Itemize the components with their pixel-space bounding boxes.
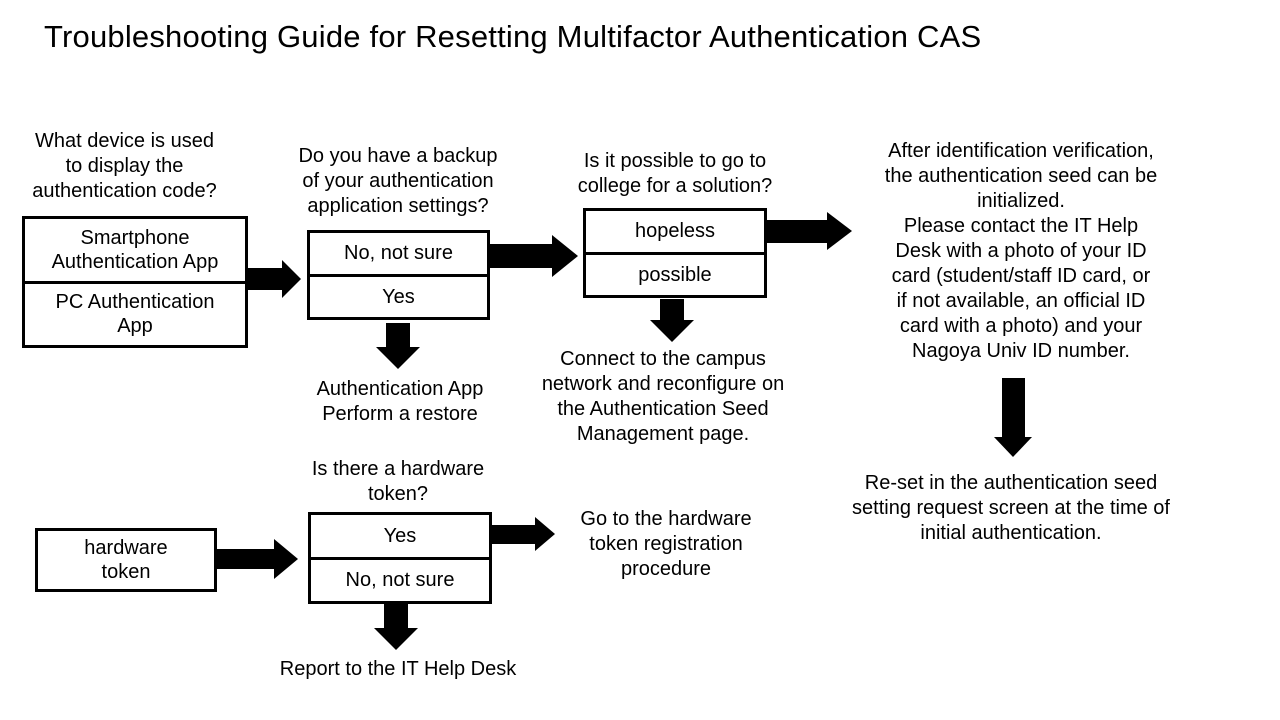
arrow-head (535, 517, 555, 551)
arrow-shaft (384, 604, 408, 628)
backup-option-no: No, not sure (344, 242, 453, 265)
arrow-shaft (660, 299, 684, 320)
arrow-head (374, 628, 418, 650)
hardware-token-question: Is there a hardware token? (311, 458, 485, 505)
arrow-down-possible-to-campus-icon (650, 299, 694, 342)
backup-question: Do you have a backup of your authenticat… (298, 145, 498, 217)
device-options-box: Smartphone Authentication App PC Authent… (22, 216, 248, 348)
college-option-hopeless: hopeless (634, 220, 716, 243)
arrow-right-token-yes-to-register-icon (492, 517, 555, 551)
restore-action-label: Authentication App Perform a restore (316, 378, 484, 425)
arrow-right-hopeless-to-helpdesk-icon (767, 212, 852, 250)
device-option-smartphone-app: Smartphone Authentication App (51, 226, 219, 273)
backup-option-yes: Yes (310, 273, 487, 318)
device-option-pc-app: PC Authentication App (25, 280, 245, 346)
helpdesk-info-text: After identification verification, the a… (884, 140, 1158, 362)
arrow-head (650, 320, 694, 342)
token-options-box: Yes No, not sure (308, 512, 492, 604)
page-title: Troubleshooting Guide for Resetting Mult… (44, 19, 982, 54)
college-option-possible: possible (586, 251, 764, 296)
token-option-no: No, not sure (311, 556, 489, 602)
arrow-shaft (490, 244, 552, 268)
campus-network-action-label: Connect to the campus network and reconf… (541, 348, 785, 445)
register-action-label: Go to the hardware token registration pr… (580, 508, 752, 580)
arrow-shaft (248, 268, 282, 290)
arrow-head (282, 260, 301, 298)
arrow-shaft (1002, 378, 1025, 437)
arrow-down-backup-yes-to-restore-icon (376, 323, 420, 369)
arrow-shaft (217, 549, 274, 569)
report-action-label: Report to the IT Help Desk (279, 658, 517, 680)
token-option-yes: Yes (383, 524, 417, 547)
college-options-box: hopeless possible (583, 208, 767, 298)
arrow-shaft (386, 323, 410, 347)
arrow-right-device-to-backup-icon (248, 260, 301, 298)
reset-action-label: Re-set in the authentication seed settin… (852, 472, 1170, 544)
hardware-token-label: hardware token (84, 537, 168, 583)
arrow-shaft (492, 525, 535, 544)
device-question: What device is used to display the authe… (32, 130, 217, 202)
arrow-down-helpdesk-to-reset-icon (994, 378, 1032, 457)
backup-options-box: No, not sure Yes (307, 230, 490, 320)
arrow-head (552, 235, 578, 277)
arrow-right-hwtoken-to-question-icon (217, 539, 298, 579)
arrow-head (994, 437, 1032, 457)
arrow-head (376, 347, 420, 369)
arrow-shaft (767, 220, 827, 243)
college-question: Is it possible to go to college for a so… (577, 150, 773, 197)
arrow-down-token-no-to-report-icon (374, 604, 418, 650)
arrow-right-backup-no-to-college-icon (490, 235, 578, 277)
arrow-head (827, 212, 852, 250)
hardware-token-box: hardware token (35, 528, 217, 592)
arrow-head (274, 539, 298, 579)
